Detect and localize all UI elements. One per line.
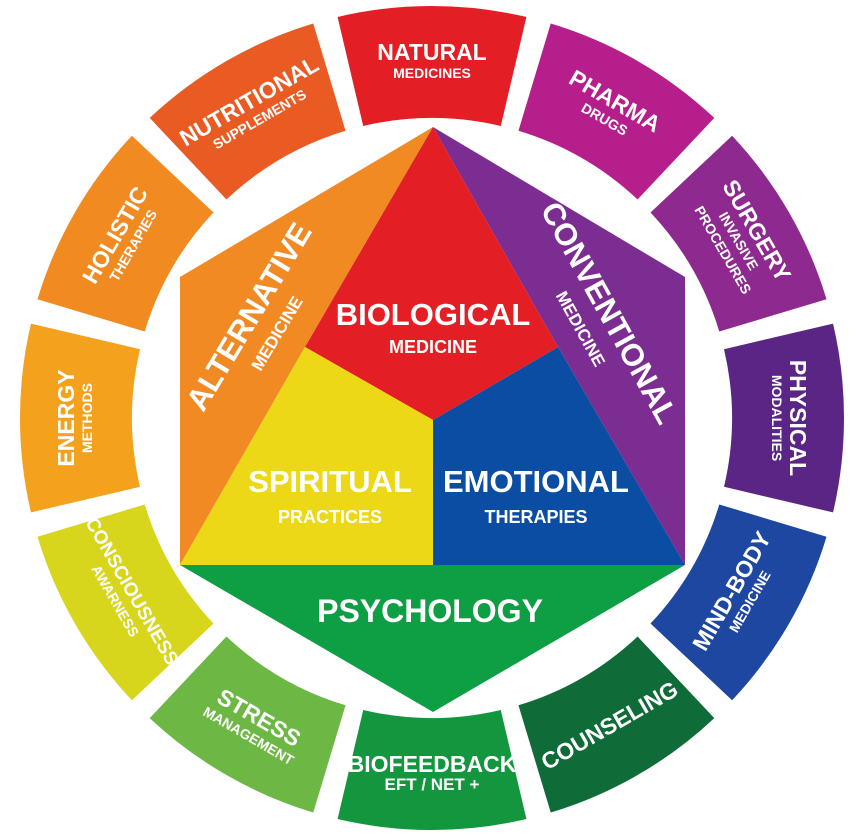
ring-segment-biofeedback: [337, 710, 527, 830]
ring-segment-natural: [337, 5, 527, 126]
conventional-medicine-region: [433, 127, 685, 565]
emotional-title: EMOTIONAL: [443, 464, 629, 499]
spiritual-practices-region: [180, 347, 433, 565]
ring-segment-pharma: [518, 23, 715, 200]
emotional-subtitle: THERAPIES: [484, 507, 587, 527]
spiritual-title: SPIRITUAL: [248, 464, 412, 499]
ring-segment-stress: [149, 636, 346, 813]
ring-segment-physical: [724, 323, 844, 513]
physical-subtitle: MODALITIES: [769, 375, 785, 461]
ring-segment-counseling: [518, 636, 715, 813]
ring-segment-mind-body: [650, 504, 827, 701]
ring-segment-energy: [19, 323, 140, 513]
inner-hexagon: ALTERNATIVE MEDICINE CONVENTIONAL MEDICI…: [179, 127, 685, 712]
biological-medicine-region: [305, 127, 558, 420]
natural-subtitle: MEDICINES: [393, 65, 471, 81]
ring-segment-holistic: [37, 135, 214, 332]
energy-subtitle: METHODS: [79, 383, 95, 453]
biofeedback-subtitle: EFT / NET +: [385, 775, 480, 794]
ring-segment-consciousness: [37, 504, 214, 701]
energy-title: ENERGY: [53, 369, 79, 466]
biofeedback-title: BIOFEEDBACK: [348, 751, 517, 777]
physical-title: PHYSICAL: [785, 360, 811, 476]
biological-subtitle: MEDICINE: [389, 337, 477, 357]
psychology-title: PSYCHOLOGY: [317, 593, 543, 629]
spiritual-subtitle: PRACTICES: [278, 507, 382, 527]
biological-title: BIOLOGICAL: [336, 297, 531, 332]
ring-segment-surgery: [650, 135, 827, 332]
emotional-therapies-region: [433, 347, 685, 565]
psychology-region: [180, 565, 685, 712]
alternative-medicine-region: [180, 127, 433, 565]
ring-segment-nutritional: [149, 23, 346, 200]
natural-title: NATURAL: [377, 39, 486, 65]
